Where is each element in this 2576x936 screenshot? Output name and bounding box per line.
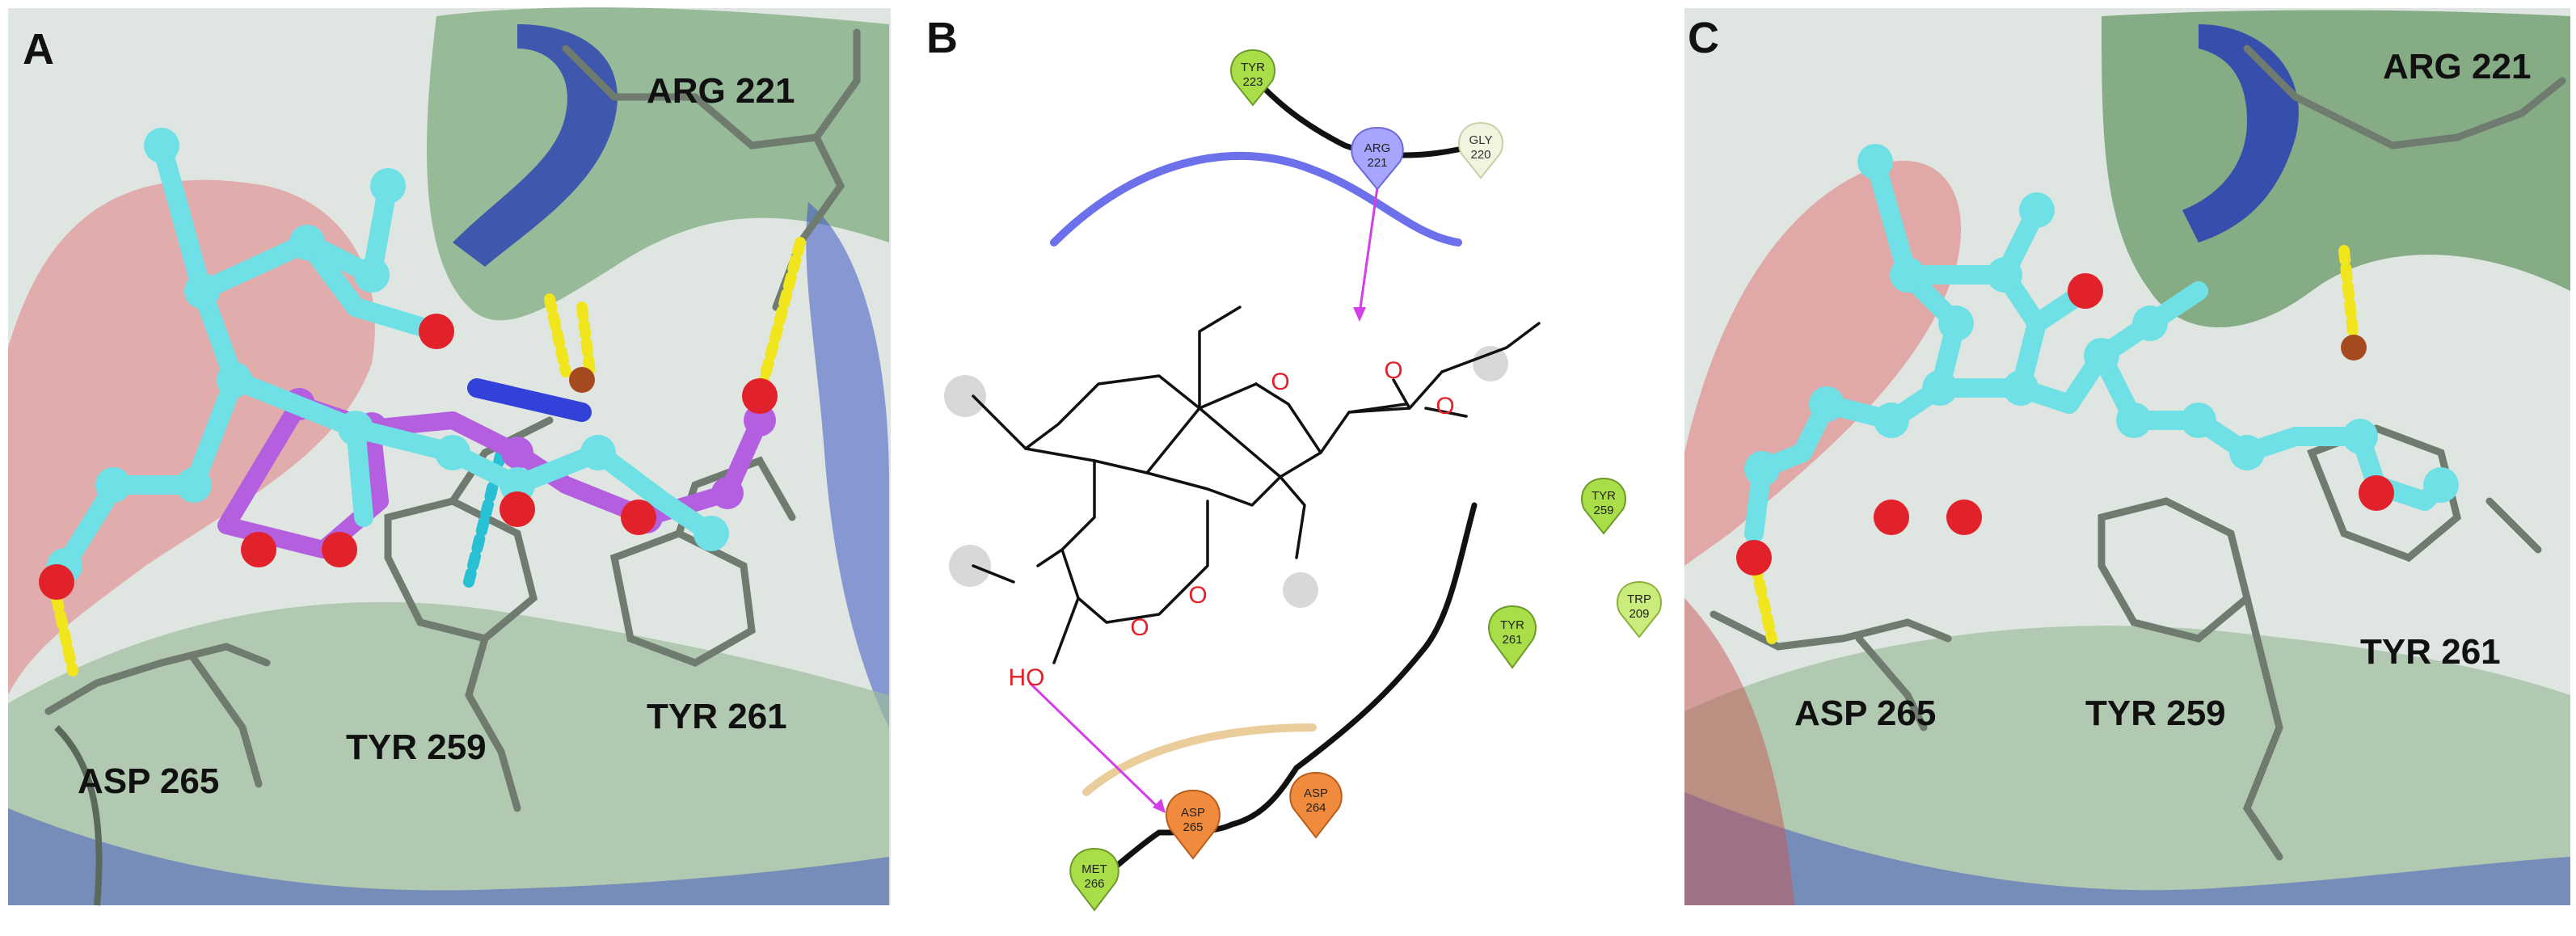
svg-text:ARG: ARG	[1364, 141, 1391, 155]
surface-green-top	[2102, 10, 2570, 327]
residue-tyr259: TYR 259	[1581, 477, 1626, 535]
svg-text:GLY: GLY	[1469, 133, 1493, 147]
surface-blue-ribbon	[453, 24, 618, 267]
svg-text:TRP: TRP	[1627, 592, 1651, 606]
surface-blue-right	[806, 202, 889, 727]
svg-text:259: 259	[1593, 504, 1613, 517]
residue-label-arg221: ARG 221	[647, 71, 795, 111]
panel-c: C ARG 221 ASP 265 TYR 259 TYR 261	[1681, 0, 2576, 936]
svg-text:221: 221	[1367, 156, 1387, 170]
residue-label-asp265: ASP 265	[1794, 694, 1937, 733]
residue-label-tyr261: TYR 261	[647, 697, 787, 736]
svg-text:223: 223	[1242, 75, 1263, 89]
svg-text:ASP: ASP	[1181, 806, 1205, 820]
panel-a-render	[0, 0, 892, 936]
svg-text:MET: MET	[1081, 862, 1107, 876]
surface-red-region	[8, 179, 375, 696]
panel-b: O O O O O HO TYR 223 ARG 221 GLY 220 TYR…	[892, 0, 1701, 936]
svg-text:ASP: ASP	[1304, 786, 1328, 800]
residue-asp264: ASP 264	[1289, 771, 1343, 839]
residue-label-tyr261: TYR 261	[2360, 632, 2501, 672]
pocket-arc-orange	[1082, 723, 1317, 796]
residue-met266: MET 266	[1069, 847, 1119, 912]
residue-gly220: GLY 220	[1458, 121, 1503, 179]
residue-label-asp265: ASP 265	[78, 761, 220, 801]
panel-b-ligand-diagram: O O O O O HO TYR 223 ARG 221 GLY 220 TYR…	[944, 48, 1662, 912]
svg-text:209: 209	[1629, 607, 1649, 621]
surface-blue-ribbon	[2182, 24, 2299, 242]
residue-label-tyr259: TYR 259	[346, 727, 487, 767]
panel-c-render	[1681, 0, 2576, 936]
atom-o-peroxide-2: O	[1188, 582, 1207, 609]
surface-blue-bottom	[1684, 792, 2570, 905]
residue-arg221: ARG 221	[1351, 126, 1404, 191]
surface-green-top	[427, 7, 889, 321]
svg-text:264: 264	[1305, 801, 1326, 815]
atom-o-carbonyl: O	[1384, 357, 1402, 384]
residue-label-arg221: ARG 221	[2383, 47, 2532, 86]
panel-letter-a: A	[23, 25, 54, 74]
surface-red-left-wall	[1684, 598, 1794, 905]
svg-text:TYR: TYR	[1592, 489, 1616, 503]
residue-asp265: ASP 265	[1166, 789, 1221, 860]
surface-green-bottom	[8, 601, 889, 905]
residue-tyr223: TYR 223	[1230, 48, 1275, 107]
panel-letter-b: B	[926, 14, 958, 62]
svg-text:220: 220	[1470, 148, 1490, 162]
svg-text:261: 261	[1502, 633, 1522, 647]
svg-text:265: 265	[1183, 820, 1203, 834]
atom-ho: HO	[1009, 664, 1045, 691]
residue-label-tyr259: TYR 259	[2085, 694, 2226, 733]
atom-o-ester: O	[1436, 393, 1454, 420]
surface-blue-bottom	[8, 808, 889, 905]
svg-text:TYR: TYR	[1500, 618, 1524, 632]
svg-text:266: 266	[1084, 877, 1104, 891]
panel-letter-c: C	[1688, 14, 1719, 62]
residue-trp209: TRP 209	[1617, 580, 1662, 639]
svg-text:TYR: TYR	[1241, 61, 1265, 74]
atom-o-ring: O	[1271, 369, 1289, 395]
panel-a: A ARG 221 ASP 265 TYR 259 TYR 261	[0, 0, 892, 936]
residue-tyr261: TYR 261	[1488, 605, 1537, 669]
atom-o-peroxide-1: O	[1130, 614, 1149, 641]
pocket-arc-blue	[1050, 151, 1462, 247]
